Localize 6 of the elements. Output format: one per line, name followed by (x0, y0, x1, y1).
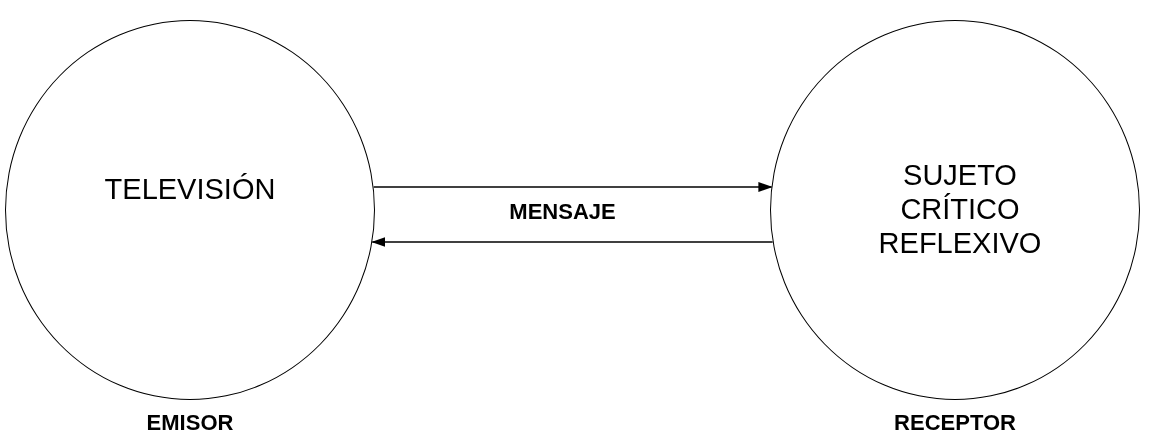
arrow (373, 182, 773, 192)
node-label: SUJETO CRÍTICO REFLEXIVO (877, 159, 1043, 261)
arrow (371, 237, 774, 247)
role-label: EMISOR (146, 410, 234, 436)
role-label: RECEPTOR (894, 410, 1016, 436)
node-label: TELEVISIÓN (103, 173, 277, 207)
